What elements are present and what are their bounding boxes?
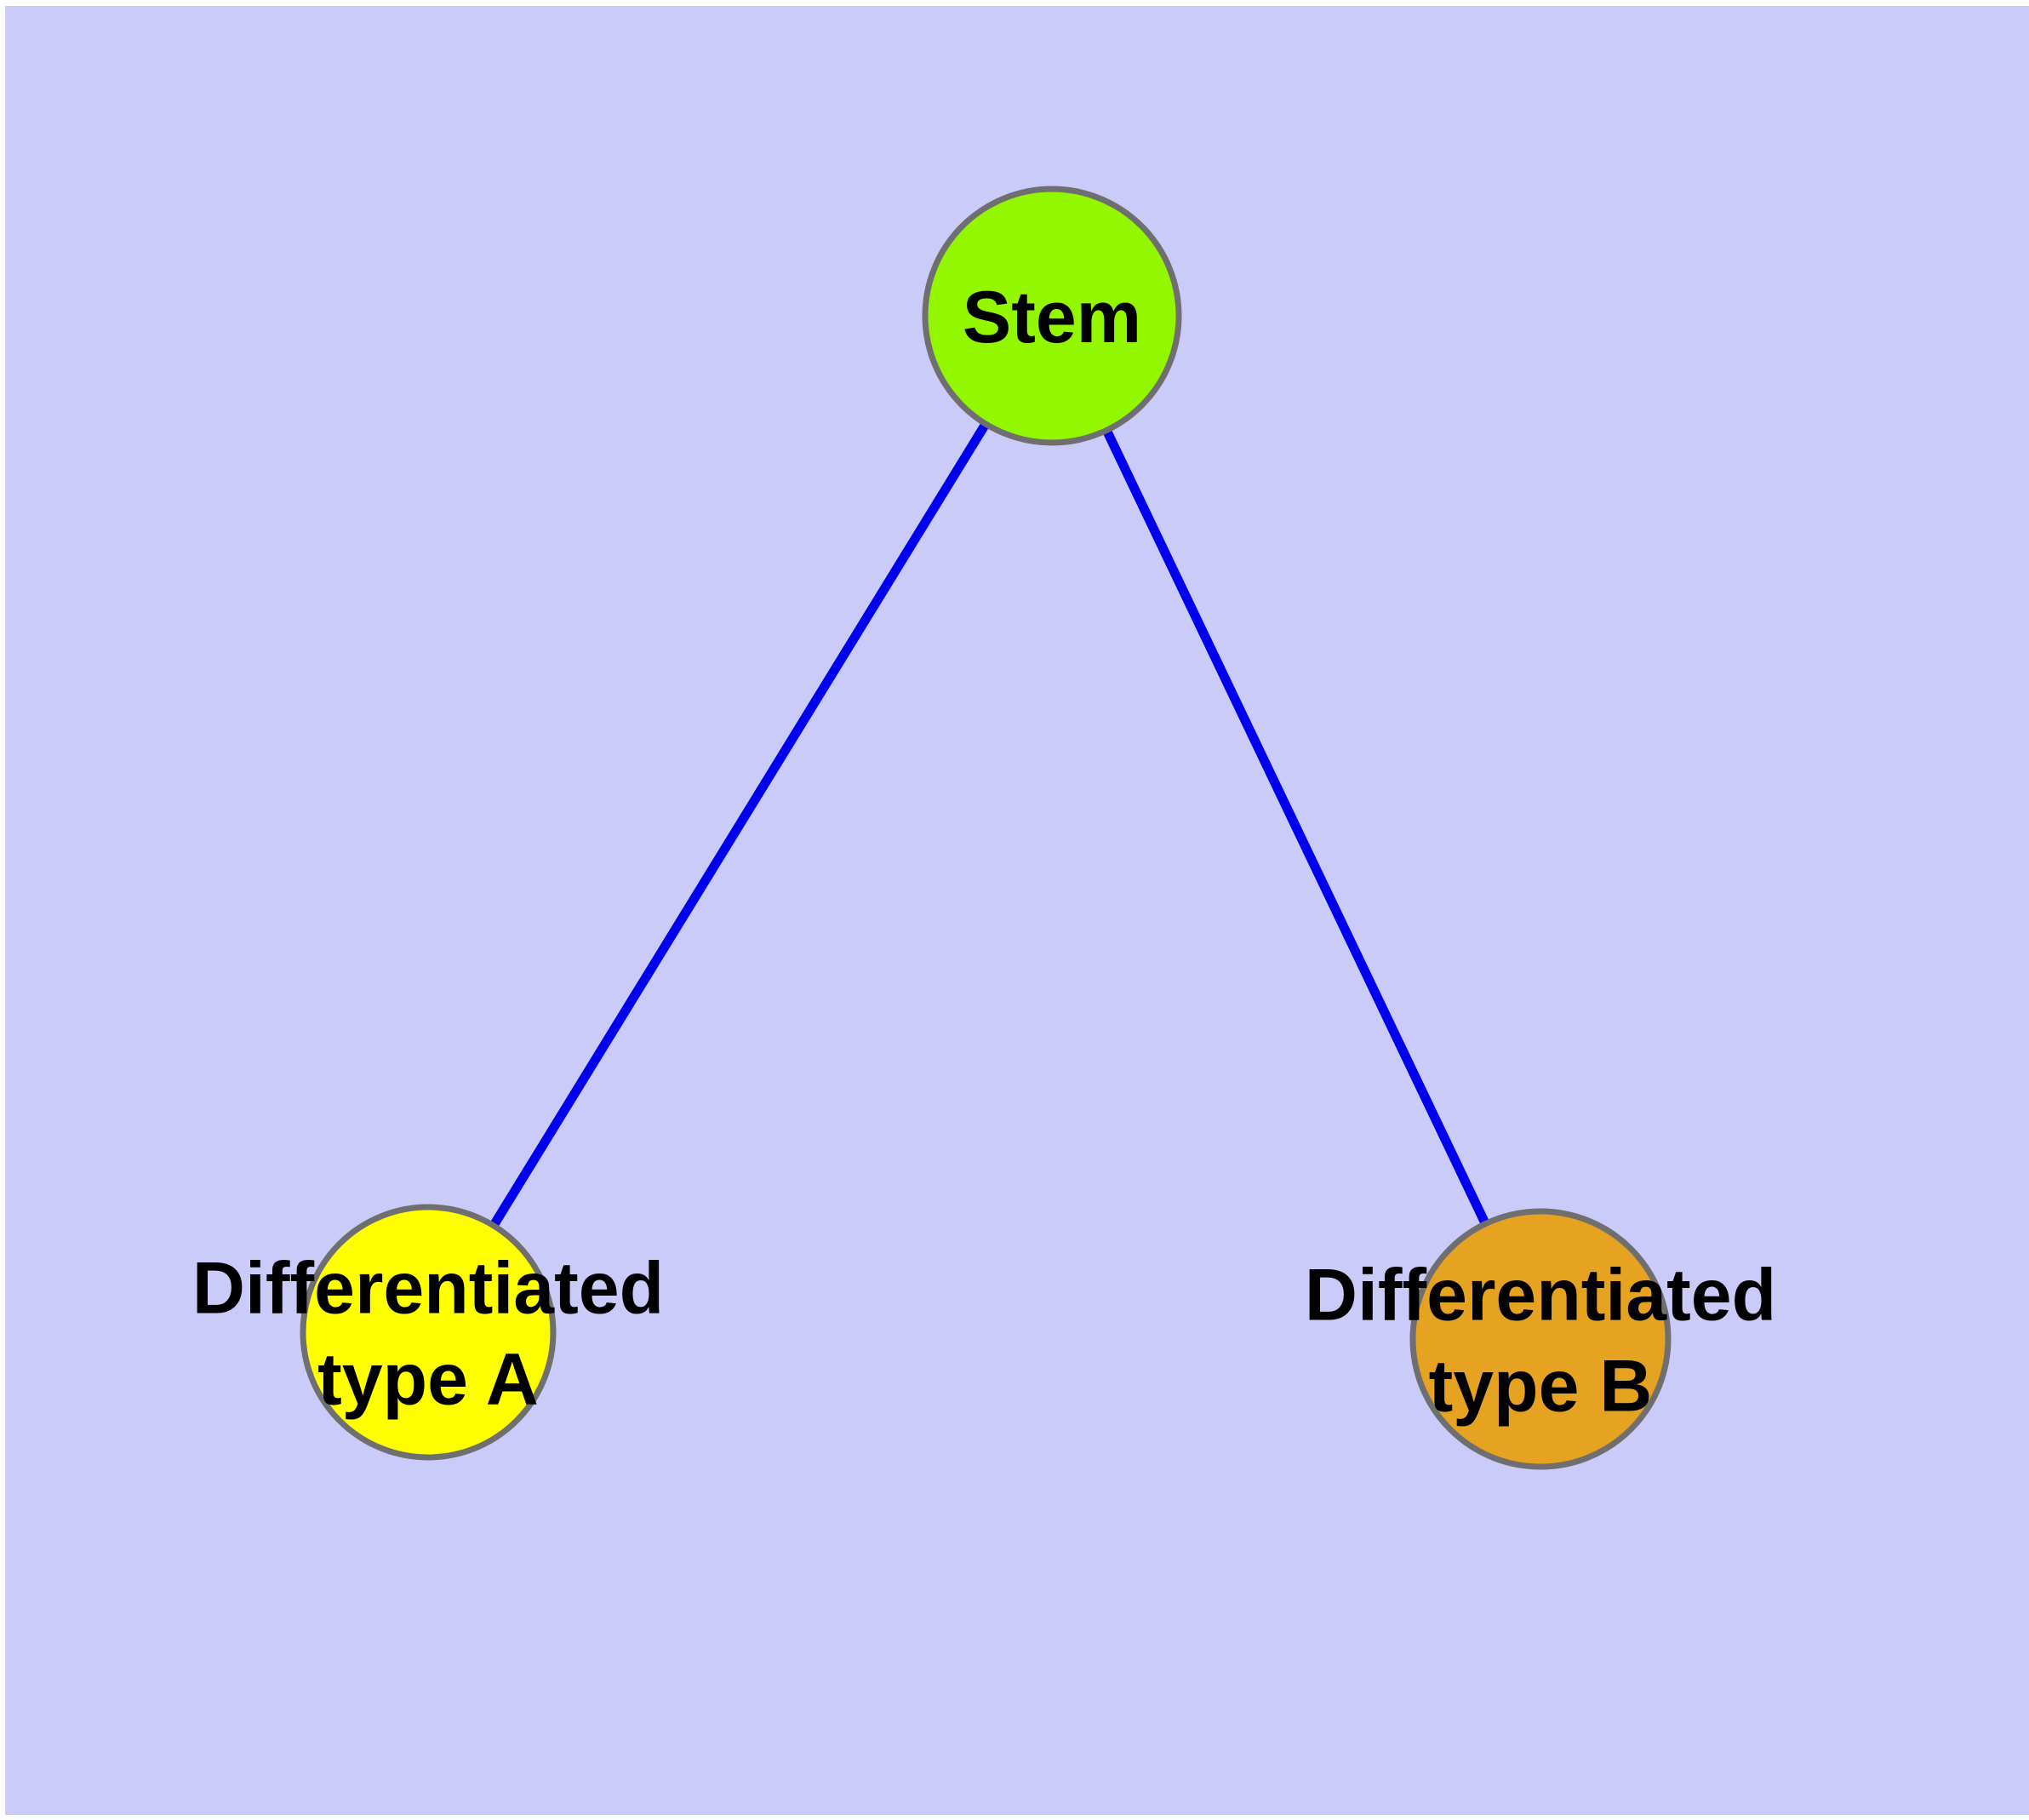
node-label-differentiated-type-b: Differentiated type B [1305, 1255, 1776, 1428]
node-circle-stem[interactable] [922, 186, 1182, 446]
node-label-line: Differentiated [1305, 1255, 1776, 1336]
node-stem[interactable]: Stem [922, 186, 1182, 446]
node-differentiated-type-a[interactable]: Differentiated type A [192, 1204, 664, 1461]
edge-stem-to-differentiated-type-b [1048, 313, 1545, 1342]
node-differentiated-type-b[interactable]: Differentiated type B [1305, 1208, 1776, 1470]
edges-layer [424, 313, 1545, 1342]
node-label-line: type B [1429, 1346, 1653, 1428]
edge-stem-to-differentiated-type-a [424, 313, 1056, 1335]
node-label-line: type A [317, 1339, 539, 1421]
node-circle-differentiated-type-b[interactable] [1409, 1208, 1672, 1470]
node-label-stem: Stem [963, 277, 1141, 358]
node-label-line: Differentiated [192, 1248, 664, 1330]
node-circle-differentiated-type-a[interactable] [300, 1204, 557, 1461]
node-label-line: Stem [963, 277, 1141, 358]
node-label-differentiated-type-a: Differentiated type A [192, 1248, 664, 1421]
